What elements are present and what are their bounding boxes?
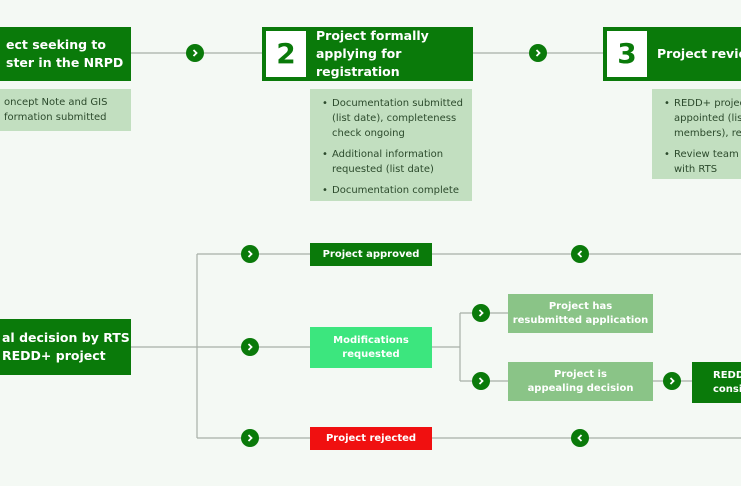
chevron-right-icon	[472, 304, 490, 322]
step-2-info-item: Documentation complete	[320, 183, 464, 198]
info-line: with RTS	[674, 164, 718, 175]
step-3-box: 3 Project review	[603, 27, 741, 81]
info-line: (list date), completeness	[332, 113, 457, 124]
redd-line2: conside	[713, 383, 741, 395]
modifications-line2: requested	[342, 348, 400, 360]
step-3-info-item: REDD+ project appointed (list d members)…	[662, 96, 741, 141]
info-line: requested (list date)	[332, 164, 434, 175]
chevron-right-icon	[472, 372, 490, 390]
info-line: Review team ev	[674, 149, 741, 160]
chevron-left-icon	[571, 245, 589, 263]
redd-line1: REDD-	[713, 369, 741, 381]
decision-line2: REDD+ project	[2, 348, 106, 363]
step-2-number: 2	[266, 31, 306, 77]
redd-consideration-tag: REDD- conside	[692, 362, 741, 403]
step-3-number: 3	[607, 31, 647, 77]
project-rejected-tag: Project rejected	[310, 427, 432, 450]
modifications-requested-tag: Modifications requested	[310, 327, 432, 368]
info-line: REDD+ project	[674, 98, 741, 109]
step-3-title-line1: Project review	[657, 46, 741, 61]
info-line: Documentation submitted	[332, 98, 464, 109]
step-2-info-item: Documentation submitted (list date), com…	[320, 96, 464, 141]
project-rejected-label: Project rejected	[325, 432, 417, 444]
step-2-box: 2 Project formally applying for registra…	[262, 27, 473, 81]
step-3-info: REDD+ project appointed (list d members)…	[652, 89, 741, 179]
info-line: members), revie	[674, 128, 741, 139]
step-1-title-line2: ster in the NRPD	[6, 55, 124, 70]
step-1-info-line2: formation submitted	[4, 112, 107, 123]
appealing-line1: Project is	[554, 368, 607, 380]
chevron-right-icon	[241, 429, 259, 447]
modifications-line1: Modifications	[333, 334, 409, 346]
decision-box: al decision by RTS REDD+ project	[0, 319, 131, 375]
info-line: check ongoing	[332, 128, 405, 139]
step-1-title-line1: ect seeking to	[6, 37, 106, 52]
project-approved-tag: Project approved	[310, 243, 432, 266]
step-2-info-item: Additional information requested (list d…	[320, 147, 464, 177]
chevron-right-icon	[241, 338, 259, 356]
step-1-info-line1: oncept Note and GIS	[4, 97, 108, 108]
resubmitted-line1: Project has	[548, 300, 613, 312]
info-line: Documentation complete	[332, 185, 459, 196]
step-2-info: Documentation submitted (list date), com…	[310, 89, 472, 201]
step-2-title-line1: Project formally	[316, 28, 429, 43]
chevron-right-icon	[186, 44, 204, 62]
chevron-right-icon	[529, 44, 547, 62]
chevron-left-icon	[571, 429, 589, 447]
step-1-info: oncept Note and GIS formation submitted	[0, 89, 131, 131]
step-2-title-line2: applying for registration	[316, 46, 402, 79]
info-line: appointed (list d	[674, 113, 741, 124]
chevron-right-icon	[663, 372, 681, 390]
resubmitted-tag: Project has resubmitted application	[508, 294, 653, 333]
appealing-tag: Project is appealing decision	[508, 362, 653, 401]
decision-line1: al decision by RTS	[2, 330, 130, 345]
step-3-info-item: Review team ev with RTS	[662, 147, 741, 177]
appealing-line2: appealing decision	[527, 382, 634, 394]
chevron-right-icon	[241, 245, 259, 263]
step-1-box: ect seeking to ster in the NRPD	[0, 27, 131, 81]
resubmitted-line2: resubmitted application	[512, 314, 649, 326]
project-approved-label: Project approved	[322, 248, 420, 260]
info-line: Additional information	[332, 149, 444, 160]
